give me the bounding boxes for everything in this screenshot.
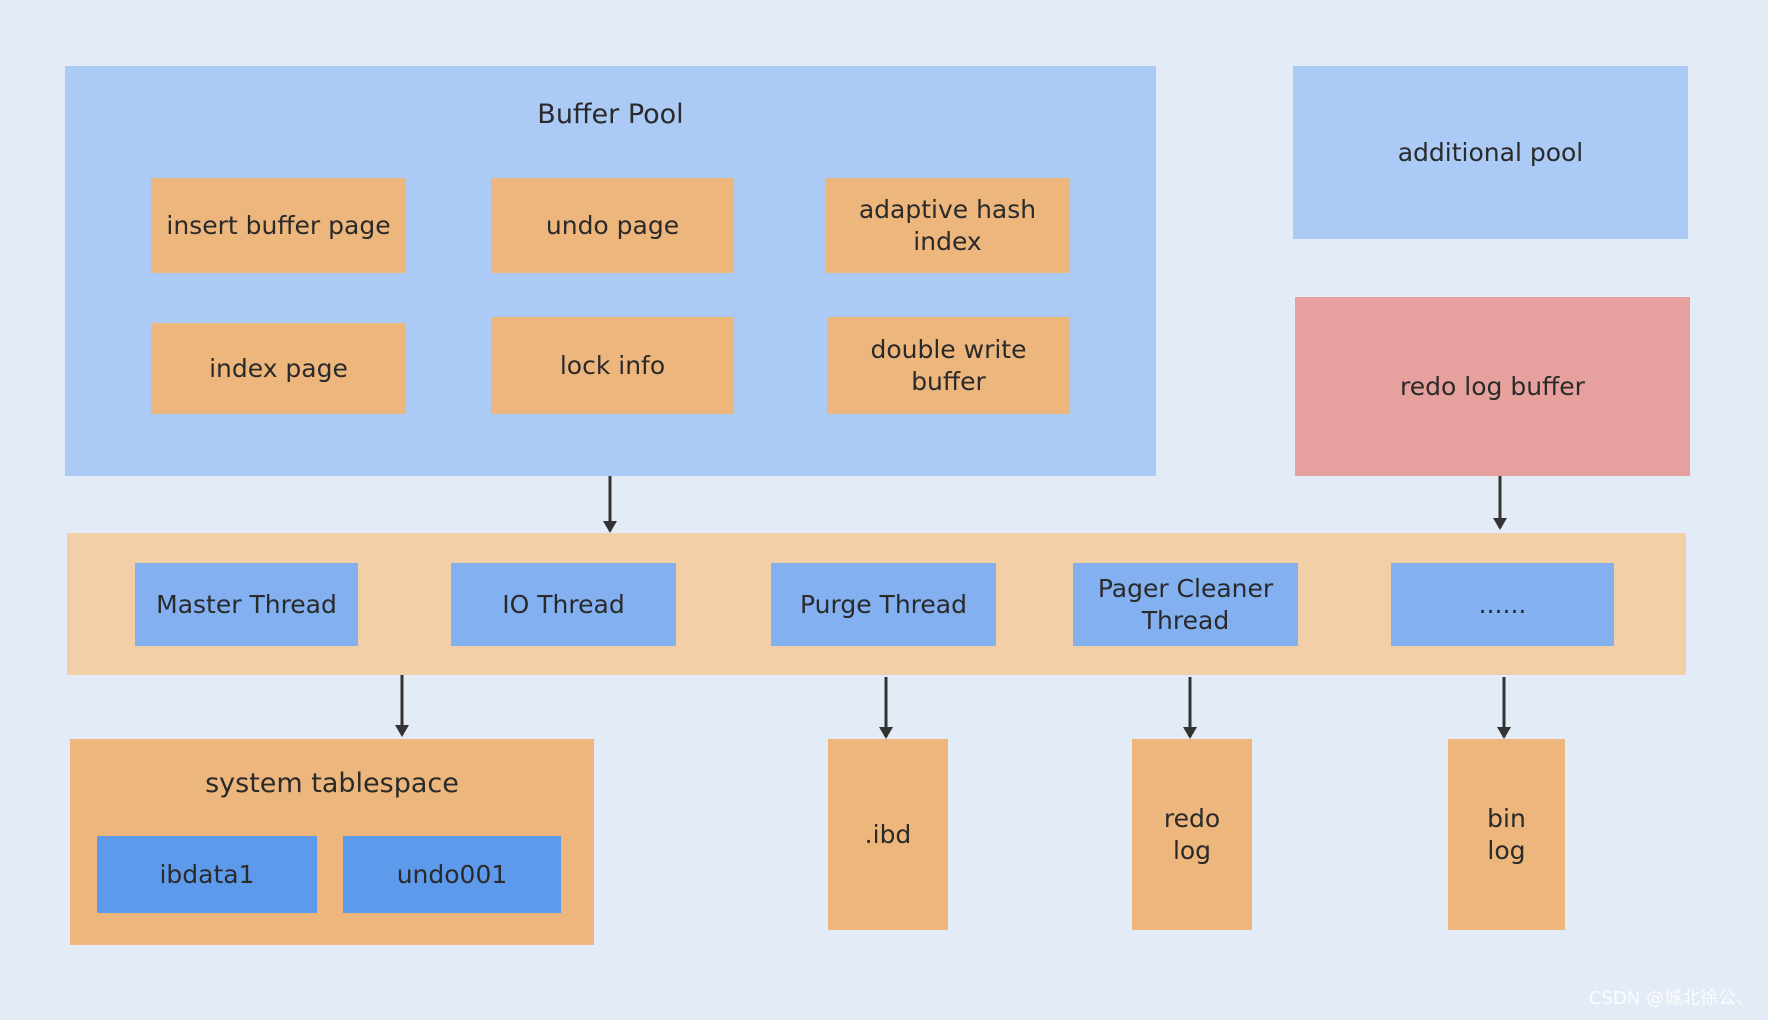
pager-cleaner-thread-box: Pager Cleaner Thread [1073,563,1298,646]
more-threads-box: ...... [1391,563,1614,646]
undo001-box: undo001 [343,836,561,913]
ibd-file-box: .ibd [828,739,948,930]
io-thread-box: IO Thread [451,563,676,646]
insert-buffer-page-box: insert buffer page [151,178,406,273]
redo-log-buffer-box: redo log buffer [1295,297,1690,476]
redo-log-file-box: redo log [1132,739,1252,930]
master-thread-box: Master Thread [135,563,358,646]
watermark: CSDN @城北徐公、 [1588,988,1754,1009]
lock-info-box: lock info [491,317,734,414]
bin-log-file-box: bin log [1448,739,1565,930]
double-write-buffer-box: double write buffer [827,317,1070,414]
ibdata1-box: ibdata1 [97,836,317,913]
additional-pool-box: additional pool [1293,66,1688,239]
system-tablespace-title: system tablespace [205,768,459,799]
buffer-pool-title: Buffer Pool [537,99,684,130]
purge-thread-box: Purge Thread [771,563,996,646]
adaptive-hash-index-box: adaptive hash index [825,178,1070,273]
undo-page-box: undo page [491,178,734,273]
index-page-box: index page [151,323,406,414]
